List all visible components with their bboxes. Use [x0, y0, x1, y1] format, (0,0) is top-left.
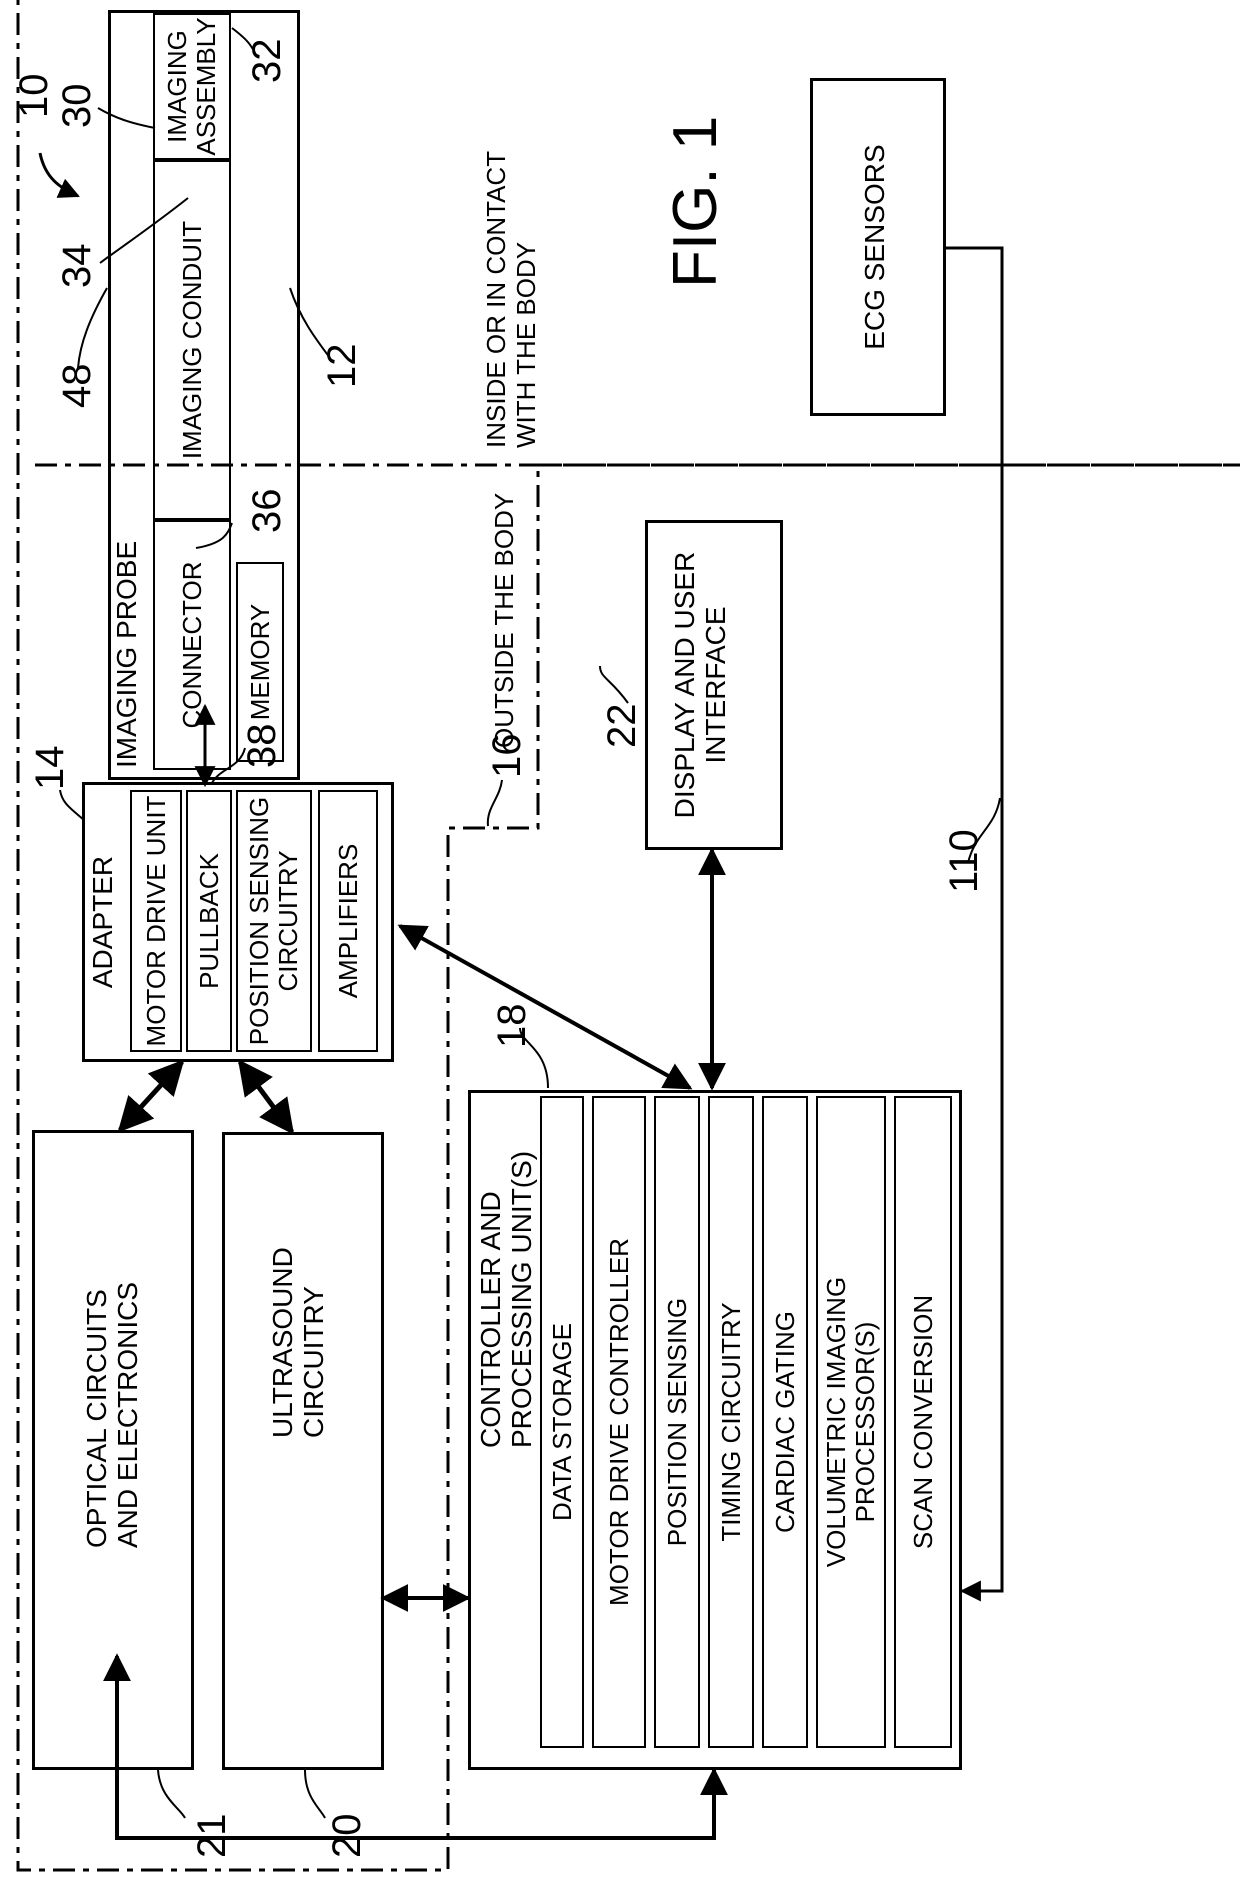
optical-circuits-label: OPTICAL CIRCUITS AND ELECTRONICS — [82, 1128, 144, 1548]
controller-volumetric-processor: VOLUMETRIC IMAGING PROCESSOR(S) — [816, 1096, 886, 1748]
adapter-pullback: PULLBACK — [186, 790, 232, 1052]
controller-title: CONTROLLER AND PROCESSING UNIT(S) — [476, 1098, 538, 1448]
leader-22 — [600, 666, 628, 703]
leader-14 — [60, 790, 84, 820]
controller-position-sensing: POSITION SENSING — [654, 1096, 700, 1748]
ultrasound-circuitry-label: ULTRASOUND CIRCUITRY — [268, 1138, 330, 1438]
imaging-probe-title: IMAGING PROBE — [112, 568, 143, 768]
ref-10: 10 — [12, 74, 57, 119]
ref-34: 34 — [55, 244, 100, 289]
ref-38: 38 — [240, 724, 285, 769]
ref-18: 18 — [490, 1004, 535, 1049]
controller-timing-circuitry: TIMING CIRCUITRY — [708, 1096, 754, 1748]
ref-48: 48 — [55, 364, 100, 409]
controller-cardiac-gating: CARDIAC GATING — [762, 1096, 808, 1748]
imaging-conduit-label: IMAGING CONDUIT — [178, 221, 207, 459]
ref-16: 16 — [485, 734, 530, 779]
leader-48 — [78, 288, 107, 368]
leader-20 — [305, 1770, 325, 1818]
outside-body-label: OUTSIDE THE BODY — [490, 493, 520, 748]
ref-14: 14 — [28, 746, 73, 791]
imaging-conduit-box: IMAGING CONDUIT — [153, 160, 231, 520]
adapter-ultrasound-link — [240, 1062, 292, 1132]
adapter-optical-link — [120, 1062, 182, 1130]
controller-data-storage: DATA STORAGE — [540, 1096, 584, 1748]
ref-21: 21 — [190, 1814, 235, 1859]
ecg-sensors-label: ECG SENSORS — [860, 78, 891, 416]
leader-10 — [40, 153, 78, 196]
adapter-title: ADAPTER — [88, 782, 119, 1062]
ref-110: 110 — [942, 829, 987, 893]
figure-label: FIG. 1 — [660, 116, 731, 288]
ref-36: 36 — [245, 489, 290, 534]
ref-30: 30 — [55, 84, 100, 129]
connector-box: CONNECTOR — [153, 520, 231, 770]
imaging-assembly-box: IMAGING ASSEMBLY — [153, 13, 231, 160]
inside-body-label: INSIDE OR IN CONTACT WITH THE BODY — [482, 151, 542, 448]
connector-label: CONNECTOR — [178, 561, 207, 728]
controller-scan-conversion: SCAN CONVERSION — [894, 1096, 952, 1748]
ref-32: 32 — [245, 39, 290, 84]
leader-21 — [158, 1770, 185, 1818]
adapter-amplifiers: AMPLIFIERS — [318, 790, 378, 1052]
ref-20: 20 — [325, 1814, 370, 1859]
leader-16 — [488, 780, 502, 826]
memory-label: MEMORY — [246, 604, 275, 721]
ref-22: 22 — [600, 704, 645, 749]
imaging-assembly-label: IMAGING ASSEMBLY — [163, 17, 220, 155]
controller-motor-drive: MOTOR DRIVE CONTROLLER — [592, 1096, 646, 1748]
adapter-controller-link — [400, 926, 690, 1088]
ref-12: 12 — [320, 344, 365, 389]
display-ui-label: DISPLAY AND USER INTERFACE — [670, 520, 732, 850]
adapter-position-sensing: POSITION SENSING CIRCUITRY — [236, 790, 312, 1052]
adapter-motor-drive-unit: MOTOR DRIVE UNIT — [130, 790, 182, 1052]
